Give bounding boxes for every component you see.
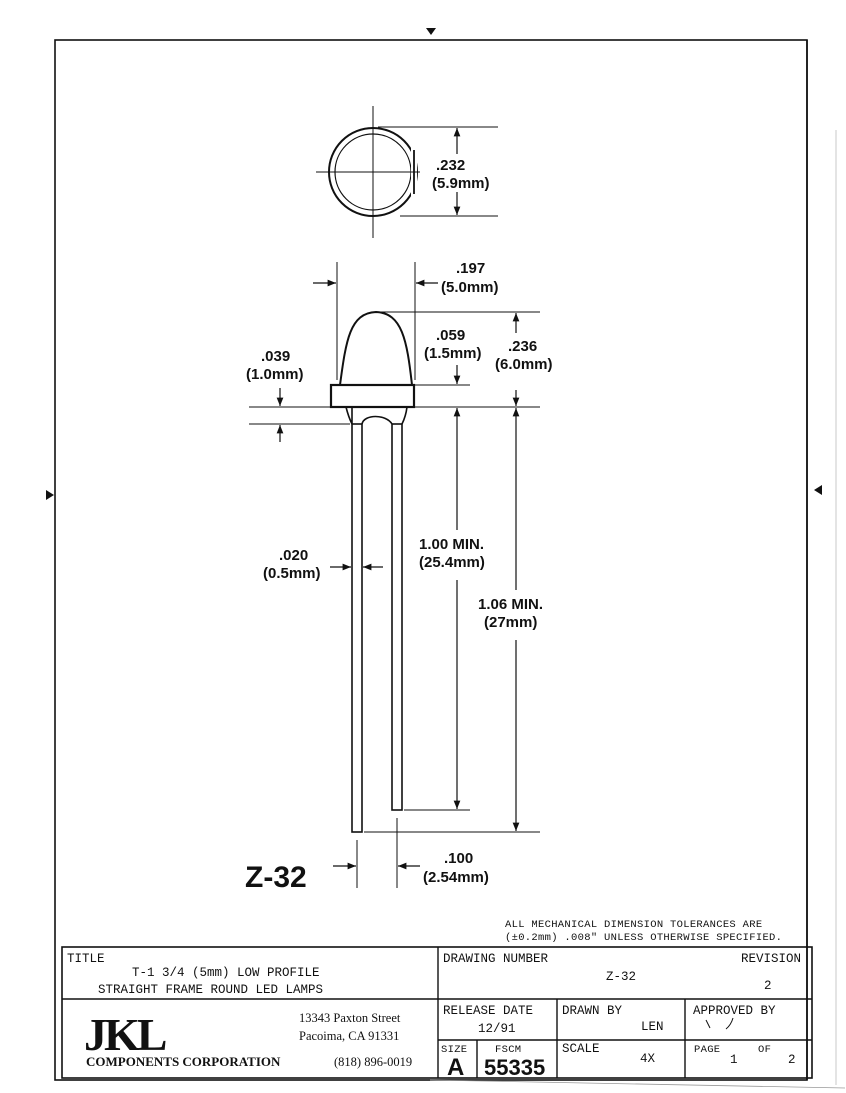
part-label: Z-32	[245, 861, 307, 894]
approval-signature	[705, 1017, 734, 1030]
lens-diameter-mm: (5.9mm)	[432, 175, 490, 192]
top-view	[316, 106, 498, 238]
flange-inch: .039	[261, 348, 290, 365]
company-name: COMPONENTS CORPORATION	[86, 1054, 281, 1069]
tolerance-note-line2: (±0.2mm) .008" UNLESS OTHERWISE SPECIFIE…	[505, 932, 782, 944]
drawing-number-value: Z-32	[606, 970, 636, 984]
lens-diameter-inch: .232	[436, 157, 465, 174]
drawing-number-label: DRAWING NUMBER	[443, 952, 549, 966]
fscm-label: FSCM	[495, 1044, 521, 1056]
page-total: 2	[788, 1053, 796, 1067]
dome-height-mm: (1.5mm)	[424, 345, 482, 362]
address-line2: Pacoima, CA 91331	[299, 1029, 399, 1043]
revision-value: 2	[764, 979, 772, 993]
lead-spacing-mm: (2.54mm)	[423, 869, 489, 886]
size-label: SIZE	[441, 1044, 467, 1056]
short-lead	[391, 423, 403, 811]
long-lead	[351, 423, 363, 833]
scale-label: SCALE	[562, 1042, 600, 1056]
lead-width-inch: .020	[279, 547, 308, 564]
flange-mm: (1.0mm)	[246, 366, 304, 383]
side-view-dimensions	[249, 262, 540, 888]
right-center-mark	[814, 485, 822, 495]
release-date-label: RELEASE DATE	[443, 1004, 533, 1018]
long-lead-length: 1.06 MIN.	[478, 596, 543, 613]
fscm-value: 55335	[484, 1055, 545, 1080]
scale-value: 4X	[640, 1052, 656, 1066]
lead-width-mm: (0.5mm)	[263, 565, 321, 582]
drawn-by-value: LEN	[641, 1020, 664, 1034]
led-side-view	[329, 310, 416, 833]
title-line1: T-1 3/4 (5mm) LOW PROFILE	[132, 966, 320, 980]
short-lead-length-mm: (25.4mm)	[419, 554, 485, 571]
lead-spacing-inch: .100	[444, 850, 473, 867]
top-center-mark	[426, 28, 436, 35]
long-lead-length-mm: (27mm)	[484, 614, 537, 631]
total-height-inch: .236	[508, 338, 537, 355]
company-logo: JKL	[84, 1009, 166, 1060]
body-width-inch: .197	[456, 260, 485, 277]
short-lead-length: 1.00 MIN.	[419, 536, 484, 553]
of-label: OF	[758, 1044, 771, 1056]
dome-height-inch: .059	[436, 327, 465, 344]
page-number: 1	[730, 1053, 738, 1067]
release-date-value: 12/91	[478, 1022, 516, 1036]
address-line1: 13343 Paxton Street	[299, 1011, 401, 1025]
approved-by-label: APPROVED BY	[693, 1004, 776, 1018]
left-center-mark	[46, 490, 54, 500]
title-label: TITLE	[67, 952, 105, 966]
company-phone: (818) 896-0019	[334, 1055, 412, 1069]
size-value: A	[447, 1054, 464, 1081]
page-label: PAGE	[694, 1044, 720, 1056]
title-block	[61, 946, 813, 1079]
drawn-by-label: DRAWN BY	[562, 1004, 623, 1018]
revision-label: REVISION	[741, 952, 801, 966]
title-line2: STRAIGHT FRAME ROUND LED LAMPS	[98, 983, 323, 997]
body-width-mm: (5.0mm)	[441, 279, 499, 296]
total-height-mm: (6.0mm)	[495, 356, 553, 373]
tolerance-note-line1: ALL MECHANICAL DIMENSION TOLERANCES ARE	[505, 919, 762, 931]
